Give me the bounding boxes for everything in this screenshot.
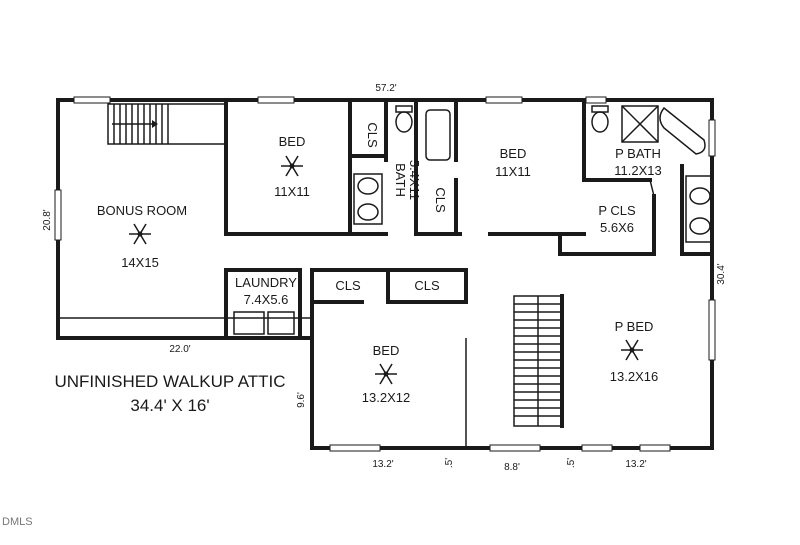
laundry-size: 7.4X5.6 bbox=[244, 292, 289, 307]
dimension-left: 20.8' bbox=[42, 209, 53, 230]
bath-size: 5.4X11 bbox=[407, 160, 422, 200]
bath-name: BATH bbox=[393, 163, 408, 197]
windows bbox=[54, 96, 716, 452]
attic-caption-size: 34.4' X 16' bbox=[130, 396, 209, 415]
p-bed-name: P BED bbox=[615, 319, 654, 334]
fan-icon-p-bed bbox=[621, 339, 643, 361]
bed-3-name: BED bbox=[373, 343, 400, 358]
fan-icon-bed-1 bbox=[281, 155, 303, 177]
fan-icon-bed-3 bbox=[375, 363, 397, 385]
p-bath-size: 11.2X13 bbox=[614, 163, 661, 178]
bonus-room-size: 14X15 bbox=[121, 255, 159, 270]
closet-4-label: CLS bbox=[414, 278, 440, 293]
attic-caption-title: UNFINISHED WALKUP ATTIC bbox=[54, 372, 285, 391]
p-bed-size: 13.2X16 bbox=[610, 369, 658, 384]
closet-2-label: CLS bbox=[433, 187, 448, 213]
closet-3-label: CLS bbox=[335, 278, 361, 293]
p-closet-name: P CLS bbox=[598, 203, 636, 218]
p-bath-name: P BATH bbox=[615, 146, 661, 161]
bed-1-size: 11X11 bbox=[274, 184, 310, 199]
bed-2-size: 11X11 bbox=[495, 164, 531, 179]
dimension-labels: 57.2' 20.8' 30.4' 22.0' 9.6' 13.2' .5' 8… bbox=[42, 83, 727, 473]
dimension-top: 57.2' bbox=[375, 83, 396, 94]
fan-icon-bonus-room bbox=[129, 223, 151, 245]
closet-1-label: CLS bbox=[365, 122, 380, 148]
laundry-name: LAUNDRY bbox=[235, 275, 297, 290]
bed-2-name: BED bbox=[500, 146, 527, 161]
watermark-logo: DMLS bbox=[2, 516, 33, 528]
p-closet-size: 5.6X6 bbox=[600, 220, 634, 235]
bed-1-name: BED bbox=[279, 134, 306, 149]
dimension-right: 30.4' bbox=[716, 263, 727, 284]
dimension-gap-left: .5' bbox=[444, 458, 455, 468]
dimension-gap-right: .5' bbox=[566, 458, 577, 468]
bonus-room-name: BONUS ROOM bbox=[97, 203, 187, 218]
dimension-step: 9.6' bbox=[296, 392, 307, 408]
room-labels: BONUS ROOM 14X15 BED 11X11 CLS BATH 5.4X… bbox=[97, 122, 662, 405]
bed-3-size: 13.2X12 bbox=[362, 390, 410, 405]
dimension-bottom-left: 13.2' bbox=[372, 459, 393, 470]
fan-icons bbox=[129, 155, 643, 385]
dimension-bottom-right: 13.2' bbox=[625, 459, 646, 470]
dimension-inner: 22.0' bbox=[169, 344, 190, 355]
dimension-middle: 8.8' bbox=[504, 462, 520, 473]
interior-walls bbox=[107, 98, 714, 448]
